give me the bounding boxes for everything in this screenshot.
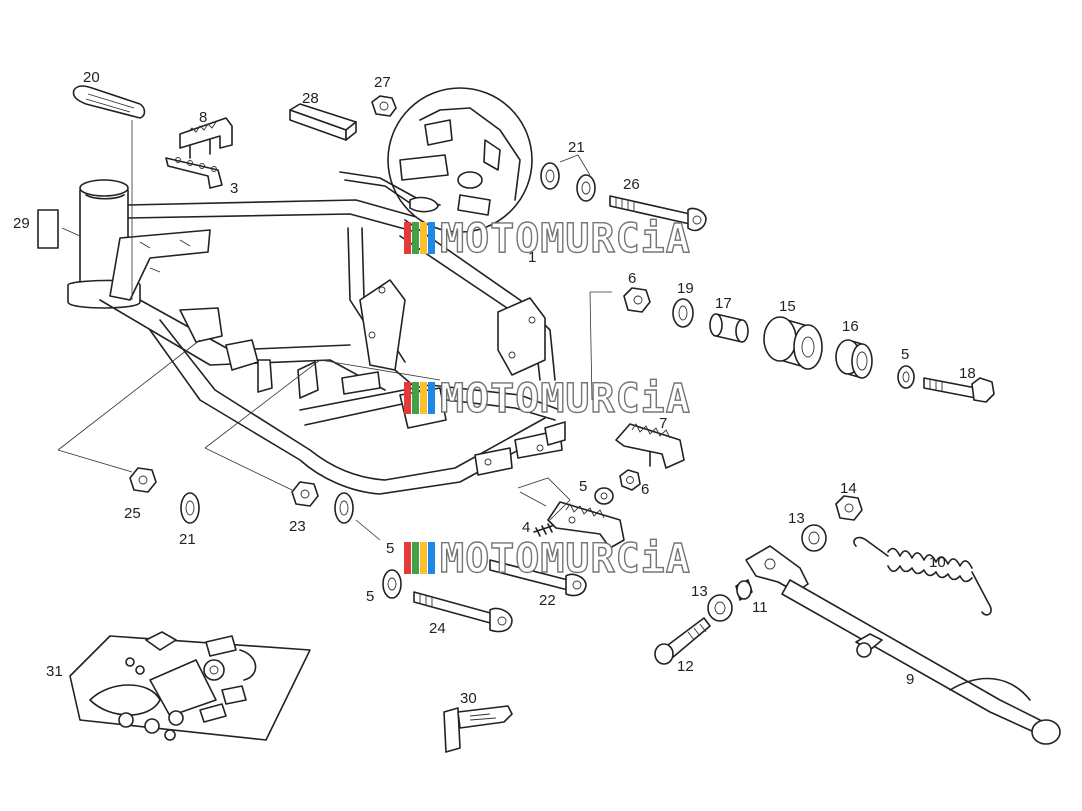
label-5b: 5: [579, 478, 587, 495]
part-22-bolt: [489, 559, 587, 597]
part-13-washer-upper: [801, 524, 827, 552]
label-18: 18: [959, 365, 976, 382]
label-4: 4: [522, 519, 530, 536]
part-14-nut: [835, 495, 863, 521]
label-11: 11: [752, 599, 768, 616]
part-25-nut: [129, 467, 157, 493]
part-5-washer-right: [897, 365, 915, 389]
part-8-footpeg: [179, 117, 233, 159]
part-17-sleeve: [709, 313, 749, 343]
part-18-bolt: [923, 377, 995, 403]
part-4-spring-pin: [533, 523, 553, 537]
label-21b: 21: [179, 531, 196, 548]
watermark-middle: MOTOMURCiA: [404, 375, 691, 423]
label-19: 19: [677, 280, 694, 297]
label-12: 12: [677, 658, 694, 675]
part-7-footpeg: [615, 423, 685, 469]
part-labels: 20 28 27 8 3 29 1 21 26 6 19 17 15 16 5 …: [13, 69, 976, 707]
label-10: 10: [929, 554, 946, 571]
label-7: 7: [659, 415, 667, 432]
label-22: 22: [539, 592, 556, 609]
part-footpeg-left: [547, 501, 625, 549]
part-27-nut: [371, 95, 397, 117]
part-24-bolt: [413, 591, 513, 633]
part-6-nut-upper: [623, 287, 651, 313]
label-17: 17: [715, 295, 732, 312]
label-16: 16: [842, 318, 859, 335]
label-23: 23: [289, 518, 306, 535]
part-28-block: [289, 103, 357, 141]
label-27: 27: [374, 74, 391, 91]
label-15: 15: [779, 298, 796, 315]
label-29: 29: [13, 215, 30, 232]
part-21-washer-lower: [180, 492, 200, 524]
part-29-sticker: [37, 209, 81, 249]
label-5a: 5: [901, 346, 909, 363]
part-15-bushing: [763, 316, 823, 370]
label-13a: 13: [788, 510, 805, 527]
label-28: 28: [302, 90, 319, 107]
watermark-top: MOTOMURCiA: [404, 215, 691, 263]
label-20: 20: [83, 69, 100, 86]
label-13b: 13: [691, 583, 708, 600]
part-11-spacer: [735, 579, 753, 601]
part-23-nut: [291, 481, 319, 507]
label-5d: 5: [366, 588, 374, 605]
part-20-grip: [72, 85, 146, 300]
part-26-bolt: [609, 195, 707, 232]
label-31: 31: [46, 663, 63, 680]
frame-drawing: [67, 179, 566, 495]
label-14: 14: [840, 480, 857, 497]
label-6a: 6: [628, 270, 636, 287]
svg-text:MOTOMURCiA: MOTOMURCiA: [440, 216, 691, 262]
label-25: 25: [124, 505, 141, 522]
label-24: 24: [429, 620, 446, 637]
part-21-washers: [540, 154, 596, 202]
svg-text:MOTOMURCiA: MOTOMURCiA: [440, 536, 691, 582]
part-30-key: [443, 705, 513, 753]
label-26: 26: [623, 176, 640, 193]
watermark-bottom: MOTOMURCiA: [404, 535, 691, 583]
part-10-spring: [853, 536, 992, 616]
part-5-washer-mid: [594, 487, 614, 505]
part-5-washer-bottom: [382, 569, 402, 599]
svg-text:MOTOMURCiA: MOTOMURCiA: [440, 376, 691, 422]
part-6-nut-mid: [619, 469, 641, 491]
label-30: 30: [460, 690, 477, 707]
part-31-lock-kit: [69, 631, 311, 741]
label-1: 1: [528, 249, 536, 266]
part-19-washer: [672, 298, 694, 328]
label-3: 3: [230, 180, 238, 197]
label-8: 8: [199, 109, 207, 126]
label-5c: 5: [386, 540, 394, 557]
detail-circle: [339, 87, 533, 233]
part-16-bushing: [835, 339, 873, 379]
part-9-side-stand: [745, 545, 1061, 745]
part-5-washer-lower: [334, 492, 354, 524]
part-12-bolt: [654, 617, 711, 665]
label-9: 9: [906, 671, 914, 688]
part-3-footpeg: [165, 157, 223, 189]
part-13-washer-lower: [707, 594, 733, 622]
label-6b: 6: [641, 481, 649, 498]
label-21a: 21: [568, 139, 585, 156]
